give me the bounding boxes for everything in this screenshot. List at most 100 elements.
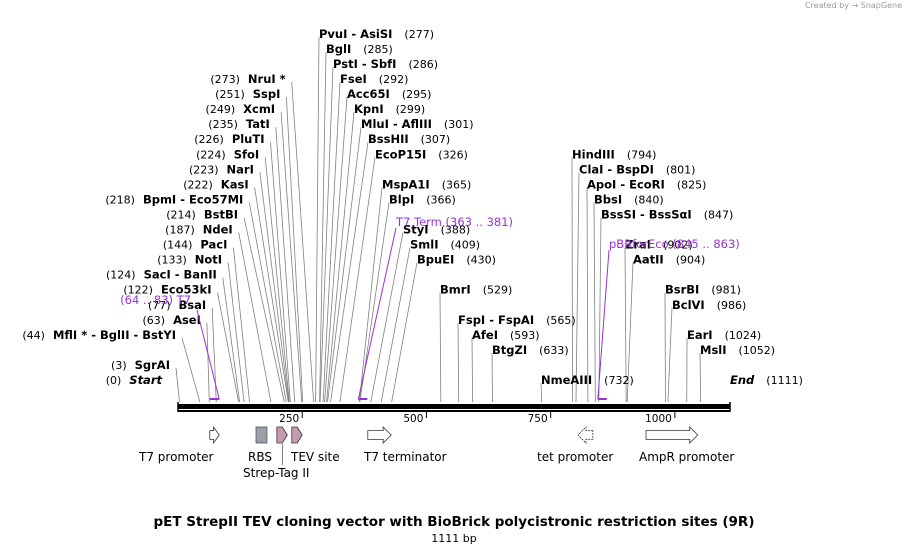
- leader-line: [586, 187, 589, 403]
- leader-line: [326, 112, 355, 403]
- site-position-bsrbi: (981): [711, 284, 741, 297]
- site-label-tati: TatI: [246, 117, 270, 131]
- site-position-sspi: (251): [215, 88, 245, 101]
- site-label-bsrbi: BsrBI: [665, 283, 699, 297]
- leader-line: [540, 382, 543, 403]
- leader-line: [624, 247, 627, 403]
- site-label-aatii: AatII: [633, 253, 664, 267]
- leader-line: [322, 81, 341, 403]
- site-label-bpuei: BpuEI: [417, 253, 454, 267]
- map-title: pET StrepII TEV cloning vector with BioB…: [153, 514, 755, 530]
- leader-line: [238, 232, 272, 403]
- site-position-aatii: (904): [676, 254, 706, 267]
- site-label-nari: NarI: [227, 162, 254, 176]
- map-length: 1111 bp: [431, 532, 477, 545]
- site-label-blpi: BlpI: [389, 192, 414, 206]
- site-position-tati: (235): [208, 118, 238, 131]
- site-position-sgrai: (3): [111, 359, 127, 372]
- leader-line: [286, 97, 304, 403]
- site-position-styi: (388): [441, 224, 471, 237]
- ruler-label-1000: 1000: [645, 413, 672, 425]
- site-position-psti: (286): [408, 58, 438, 71]
- primer-label-t7-term: T7 Term (363 .. 381): [395, 215, 513, 229]
- leader-line: [327, 127, 362, 403]
- site-label-bbsi: BbsI: [594, 192, 622, 206]
- site-position-pvui: (277): [404, 28, 434, 41]
- feature-tet-promoter: [577, 426, 594, 444]
- site-label-bsai: BsaI: [179, 298, 207, 312]
- site-label-bsssi: BssSI - BssSαI: [601, 207, 692, 221]
- leader-line: [254, 187, 289, 403]
- site-label-mlui: MluI - AflIII: [361, 117, 432, 131]
- site-label-styi: StyI: [403, 223, 429, 237]
- primer-leader: [196, 309, 220, 400]
- site-position-paci: (144): [163, 239, 193, 252]
- site-position-bmri: (529): [483, 284, 513, 297]
- leader-line: [291, 81, 315, 403]
- primer-label-pbrforeco: pBRforEco (845 .. 863): [609, 237, 740, 251]
- site-label-kasi: KasI: [221, 177, 249, 191]
- feature-strep-tag-ii-label: Strep-Tag II: [243, 466, 309, 480]
- backbone-strand: [178, 404, 730, 409]
- site-label-acc65i: Acc65I: [347, 87, 390, 101]
- leader-line: [626, 262, 634, 403]
- ruler-label-250: 250: [279, 413, 299, 425]
- site-position-bsshii: (307): [421, 133, 451, 146]
- site-position-zrai: (902): [663, 239, 693, 252]
- site-position-msli: (1052): [739, 344, 776, 357]
- site-label-saci: SacI - BanII: [144, 268, 217, 282]
- site-position-clai: (801): [666, 163, 696, 176]
- site-label-apoi: ApoI - EcoRI: [587, 177, 665, 191]
- leader-line: [358, 187, 383, 403]
- site-position-mfli: (44): [22, 329, 45, 342]
- leader-line: [233, 247, 250, 403]
- site-position-eari: (1024): [725, 329, 762, 342]
- leader-line: [471, 337, 474, 403]
- site-position-bbsi: (840): [634, 193, 664, 206]
- site-position-asei: (63): [142, 314, 165, 327]
- leader-line: [222, 277, 241, 403]
- leader-line: [270, 142, 291, 403]
- leader-line: [491, 352, 493, 403]
- leader-line: [206, 322, 210, 403]
- site-label-sgrai: SgrAI: [135, 358, 170, 372]
- feature-ampr-promoter: [645, 426, 699, 444]
- site-label-mspa1i: MspA1I: [382, 177, 430, 191]
- site-position-blpi: (366): [426, 193, 456, 206]
- site-position-bpmi: (218): [105, 193, 135, 206]
- feature-t7-terminator-label: T7 terminator: [363, 450, 447, 464]
- site-label-pvui: PvuI - AsiSI: [319, 27, 392, 41]
- site-label-mfli: MflI * - BglII - BstYI: [53, 328, 176, 342]
- primer-leader: [597, 249, 610, 400]
- site-label-bpmi: BpmI - Eco57MI: [143, 192, 243, 206]
- site-label-ndei: NdeI: [203, 223, 233, 237]
- ruler-label-750: 750: [528, 413, 548, 425]
- leader-line: [324, 97, 348, 403]
- site-position-kpni: (299): [396, 103, 426, 116]
- site-label-bclvi: BclVI: [672, 298, 705, 312]
- feature-t7-terminator: [367, 426, 392, 444]
- site-label-btgzi: BtgZI: [492, 343, 527, 357]
- site-label-fspi: FspI - FspAI: [458, 313, 534, 327]
- leader-line: [339, 157, 376, 403]
- site-position-bsai: (77): [148, 299, 171, 312]
- site-label-paci: PacI: [200, 238, 227, 252]
- leader-line: [227, 262, 245, 403]
- site-label-sspi: SspI: [253, 87, 281, 101]
- site-label-bgli: BglI: [326, 42, 351, 56]
- feature-strep-tag-ii: [276, 426, 288, 444]
- site-position-acc65i: (295): [402, 88, 432, 101]
- leader-line: [457, 322, 460, 403]
- site-label-zrai: ZraI: [625, 238, 651, 252]
- site-position-bgli: (285): [363, 43, 393, 56]
- leader-line: [330, 142, 369, 403]
- leader-line: [217, 292, 240, 403]
- site-position-bpuei: (430): [466, 254, 496, 267]
- site-label-asei: AseI: [173, 313, 201, 327]
- site-label-noti: NotI: [195, 253, 222, 267]
- site-position-saci: (124): [106, 269, 136, 282]
- feature-t7-promoter-label: T7 promoter: [138, 450, 214, 464]
- leader-line: [370, 232, 404, 403]
- leader-line: [575, 172, 580, 403]
- feature-tev-site: [291, 426, 303, 444]
